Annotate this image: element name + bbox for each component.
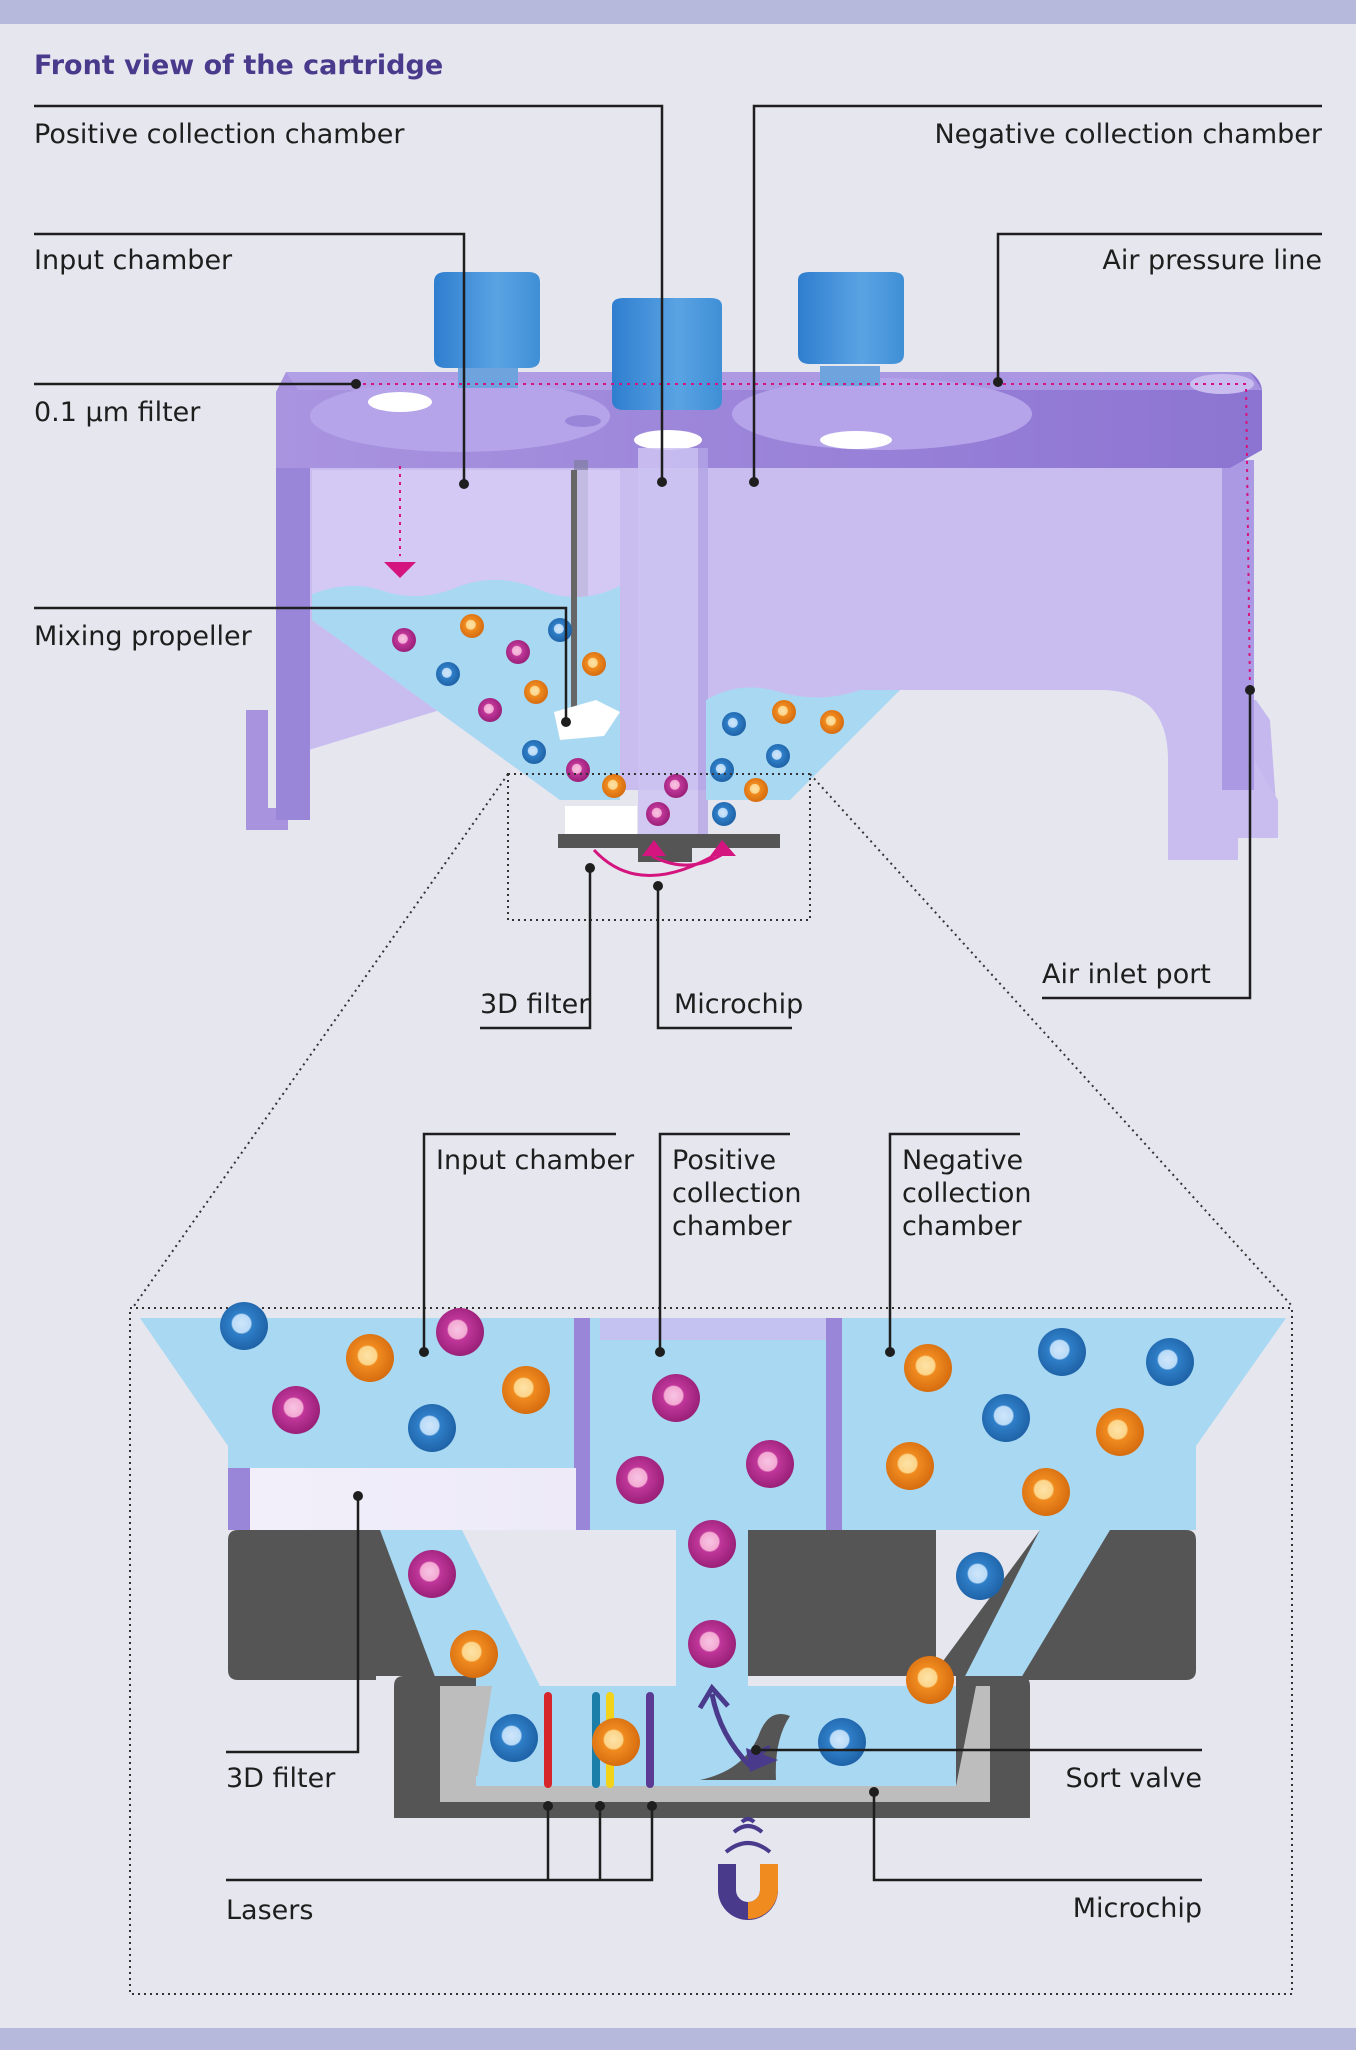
magnet-icon bbox=[718, 1817, 778, 1920]
detail-label-lasers: Lasers bbox=[226, 1895, 314, 1926]
cap-middle bbox=[612, 298, 722, 410]
page-title: Front view of the cartridge bbox=[34, 50, 444, 81]
label-air-inlet-port: Air inlet port bbox=[1042, 959, 1211, 990]
label-mixing-propeller: Mixing propeller bbox=[34, 621, 252, 652]
top-leader-dots bbox=[351, 377, 1255, 891]
top-leader-lines bbox=[34, 104, 1322, 1030]
label-3d-filter-top: 3D filter bbox=[480, 989, 590, 1020]
input-chamber-funnel bbox=[312, 470, 900, 834]
detail-label-sort-valve: Sort valve bbox=[1065, 1763, 1202, 1794]
bottom-band bbox=[0, 2028, 1356, 2050]
detail-label-input-chamber: Input chamber bbox=[436, 1145, 635, 1176]
label-input-chamber: Input chamber bbox=[34, 245, 233, 276]
detail-particles bbox=[220, 1302, 1194, 1766]
label-air-pressure-line: Air pressure line bbox=[1102, 245, 1322, 276]
detail-leader-lines bbox=[226, 1132, 1202, 1882]
cap-left bbox=[434, 272, 540, 388]
label-filter-0-1um: 0.1 µm filter bbox=[34, 397, 201, 428]
detail-label-microchip: Microchip bbox=[1072, 1893, 1202, 1924]
top-particles bbox=[392, 614, 844, 826]
top-band bbox=[0, 0, 1356, 24]
label-positive-collection-chamber: Positive collection chamber bbox=[34, 119, 405, 150]
label-microchip-top: Microchip bbox=[674, 989, 804, 1020]
microchip-top bbox=[558, 834, 780, 877]
zoom-indicator bbox=[129, 773, 1293, 1995]
cap-right bbox=[798, 272, 904, 386]
air-pressure-path bbox=[355, 383, 1251, 691]
detail-label-positive-collection-chamber: Positive collection chamber bbox=[672, 1145, 802, 1242]
detail-leader-dots bbox=[353, 1347, 895, 1811]
detail-label-3d-filter: 3D filter bbox=[226, 1763, 336, 1794]
label-negative-collection-chamber: Negative collection chamber bbox=[934, 119, 1322, 150]
detail-label-negative-collection-chamber: Negative collection chamber bbox=[902, 1145, 1032, 1242]
